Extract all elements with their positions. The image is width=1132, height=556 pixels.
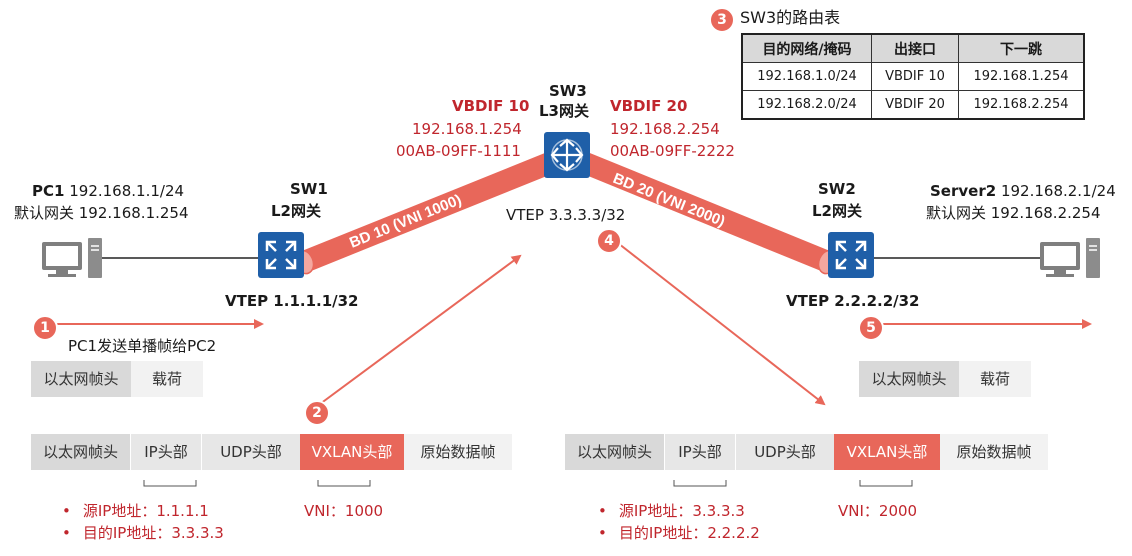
sw2-vtep: VTEP 2.2.2.2/32 bbox=[786, 292, 920, 310]
frame5-eth-header: 以太网帧头 bbox=[859, 361, 959, 397]
route-col-nexthop: 下一跳 bbox=[958, 33, 1085, 63]
vbdif20-title: VBDIF 20 bbox=[610, 97, 688, 115]
sw3-vtep: VTEP 3.3.3.3/32 bbox=[506, 206, 626, 224]
table-cell: 192.168.2.254 bbox=[958, 90, 1085, 120]
bracket-right-vni bbox=[859, 480, 913, 487]
step-badge-3: 3 bbox=[709, 7, 735, 33]
step1-text: PC1发送单播帧给PC2 bbox=[68, 337, 217, 355]
left-frame-udp: UDP头部 bbox=[202, 434, 300, 470]
right-vni: VNI：2000 bbox=[838, 502, 918, 520]
route-col-dest: 目的网络/掩码 bbox=[741, 33, 872, 63]
pc1-ip: 192.168.1.1/24 bbox=[69, 182, 185, 200]
table-cell: 192.168.2.0/24 bbox=[741, 90, 872, 120]
step-badge-1: 1 bbox=[32, 315, 58, 341]
step-badge-5: 5 bbox=[858, 315, 884, 341]
server2-label: Server2 192.168.2.1/24 bbox=[930, 182, 1116, 200]
sw1-role: L2网关 bbox=[271, 202, 321, 220]
table-cell: 192.168.1.0/24 bbox=[741, 62, 872, 91]
tunnel-label-bd10: BD 10 (VNI 1000) bbox=[347, 191, 464, 251]
sw2-name: SW2 bbox=[818, 180, 856, 198]
right-dst-ip: 目的IP地址：2.2.2.2 bbox=[598, 522, 760, 543]
vbdif10-mac: 00AB-09FF-1111 bbox=[396, 142, 521, 160]
left-frame-eth: 以太网帧头 bbox=[31, 434, 131, 470]
sw3-role: L3网关 bbox=[539, 102, 589, 120]
left-frame-ip: IP头部 bbox=[131, 434, 202, 470]
table-cell: VBDIF 10 bbox=[871, 62, 959, 91]
table-cell: 192.168.1.254 bbox=[958, 62, 1085, 91]
vbdif10-title: VBDIF 10 bbox=[452, 97, 530, 115]
router-icon-sw3 bbox=[544, 132, 590, 178]
table-row: 192.168.2.0/24 VBDIF 20 192.168.2.254 bbox=[741, 90, 1085, 120]
pc1-name: PC1 bbox=[32, 182, 65, 200]
step-badge-2: 2 bbox=[304, 400, 330, 426]
tunnel-label-bd20: BD 20 (VNI 2000) bbox=[611, 170, 728, 230]
sw1-name: SW1 bbox=[290, 180, 328, 198]
server2-name: Server2 bbox=[930, 182, 997, 200]
right-frame-eth: 以太网帧头 bbox=[565, 434, 665, 470]
right-frame-original: 原始数据帧 bbox=[940, 434, 1048, 470]
bracket-left-ip bbox=[143, 480, 197, 487]
pc1-icon bbox=[42, 238, 102, 278]
bracket-left-vni bbox=[317, 480, 371, 487]
vbdif10-ip: 192.168.1.254 bbox=[412, 120, 522, 138]
left-vni: VNI：1000 bbox=[304, 502, 384, 520]
server2-ip: 192.168.2.1/24 bbox=[1000, 182, 1116, 200]
frame1-payload: 载荷 bbox=[131, 361, 203, 397]
sw1-vtep: VTEP 1.1.1.1/32 bbox=[225, 292, 359, 310]
left-frame-vxlan: VXLAN头部 bbox=[300, 434, 404, 470]
table-cell: VBDIF 20 bbox=[871, 90, 959, 120]
right-frame-vxlan: VXLAN头部 bbox=[834, 434, 940, 470]
route-col-iface: 出接口 bbox=[871, 33, 959, 63]
arrow-step2 bbox=[319, 254, 522, 405]
step-badge-4: 4 bbox=[596, 228, 622, 254]
pc1-gateway: 默认网关 192.168.1.254 bbox=[14, 204, 189, 222]
left-frame-original: 原始数据帧 bbox=[404, 434, 512, 470]
frame5-payload: 载荷 bbox=[959, 361, 1031, 397]
bracket-right-ip bbox=[673, 480, 727, 487]
right-frame-ip: IP头部 bbox=[665, 434, 736, 470]
right-src-ip: 源IP地址：3.3.3.3 bbox=[598, 500, 745, 521]
pc1-label: PC1 192.168.1.1/24 bbox=[32, 182, 184, 200]
sw3-name: SW3 bbox=[549, 82, 587, 100]
left-src-ip: 源IP地址：1.1.1.1 bbox=[62, 500, 209, 521]
server2-icon bbox=[1040, 238, 1100, 278]
switch-icon-sw2 bbox=[828, 232, 874, 278]
right-frame-udp: UDP头部 bbox=[736, 434, 834, 470]
vbdif20-ip: 192.168.2.254 bbox=[610, 120, 720, 138]
vbdif20-mac: 00AB-09FF-2222 bbox=[610, 142, 735, 160]
sw2-role: L2网关 bbox=[812, 202, 862, 220]
frame1-eth-header: 以太网帧头 bbox=[31, 361, 131, 397]
table-row: 192.168.1.0/24 VBDIF 10 192.168.1.254 bbox=[741, 62, 1085, 91]
left-dst-ip: 目的IP地址：3.3.3.3 bbox=[62, 522, 224, 543]
server2-gateway: 默认网关 192.168.2.254 bbox=[926, 204, 1101, 222]
route-table-header: 目的网络/掩码 出接口 下一跳 bbox=[741, 33, 1085, 63]
route-table-title: SW3的路由表 bbox=[740, 8, 841, 27]
arrow-step4 bbox=[613, 239, 826, 406]
route-table: 目的网络/掩码 出接口 下一跳 192.168.1.0/24 VBDIF 10 … bbox=[741, 33, 1085, 120]
switch-icon-sw1 bbox=[258, 232, 304, 278]
